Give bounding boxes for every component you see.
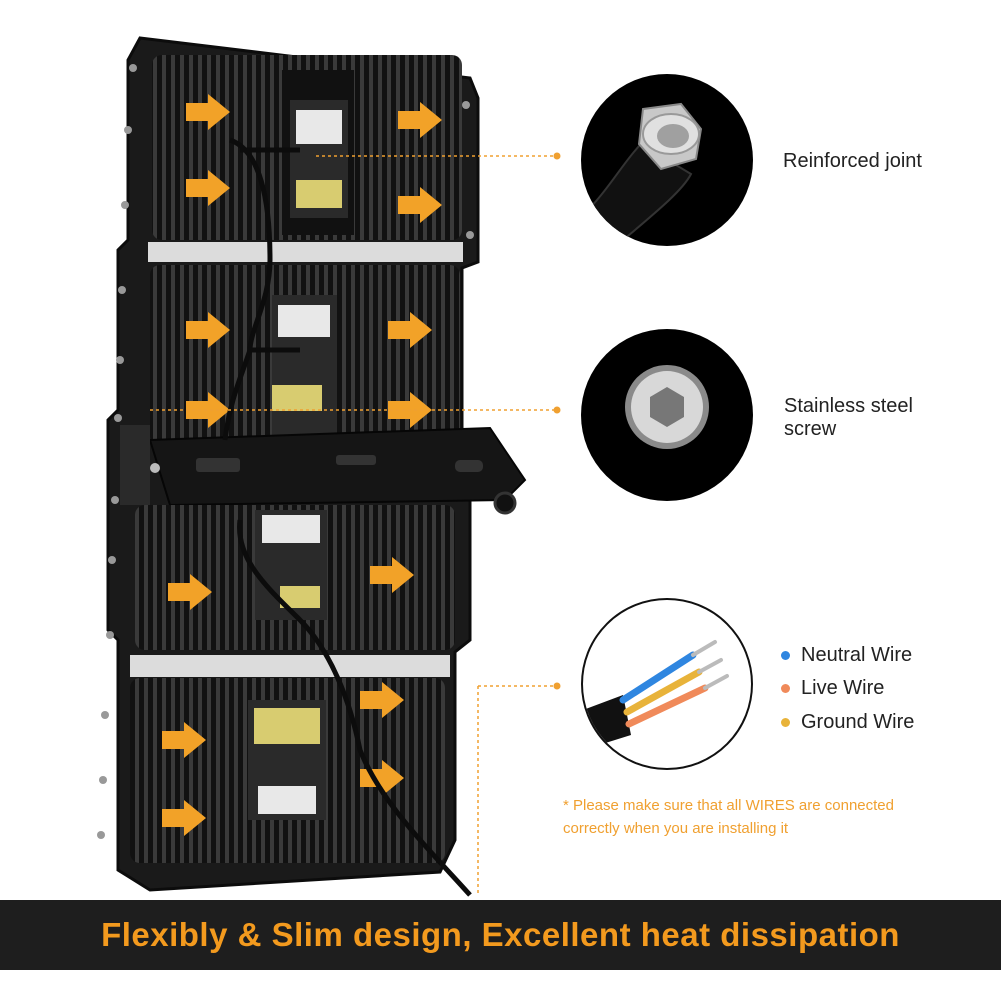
feature-banner: Flexibly & Slim design, Excellent heat d… xyxy=(0,900,1001,970)
led-module-3 xyxy=(135,505,455,650)
wiring-note-line2: correctly when you are installing it xyxy=(563,820,789,837)
neutral-wire-label: Neutral Wire xyxy=(801,644,913,666)
floodlight-product-image xyxy=(97,36,561,897)
wire-detail-circle xyxy=(581,598,753,770)
screw-detail-circle xyxy=(581,329,753,501)
ground-wire-dot-icon xyxy=(781,718,790,727)
led-module-2 xyxy=(150,265,460,445)
wire-cable-icon xyxy=(583,640,729,750)
joint-detail-circle xyxy=(581,74,753,246)
live-wire-label: Live Wire xyxy=(801,677,885,699)
callout-lines xyxy=(150,155,557,895)
wire-legend-ground: Ground Wire xyxy=(781,711,914,734)
mounting-bracket xyxy=(120,425,527,515)
edge-bolts xyxy=(97,64,474,839)
reinforced-joint-icon xyxy=(581,102,703,246)
power-cables xyxy=(222,137,472,897)
wiring-note-line1: * Please make sure that all WIRES are co… xyxy=(563,797,894,814)
live-wire-dot-icon xyxy=(781,684,790,693)
wire-legend-live: Live Wire xyxy=(781,677,884,700)
wire-legend-neutral: Neutral Wire xyxy=(781,644,912,667)
led-module-1 xyxy=(152,55,462,240)
reinforced-joint-label: Reinforced joint xyxy=(783,150,922,172)
wiring-note: * Please make sure that all WIRES are co… xyxy=(563,794,963,840)
stainless-screw-label: Stainless steel screw xyxy=(784,395,913,441)
stainless-screw-icon xyxy=(625,365,709,449)
feature-banner-text: Flexibly & Slim design, Excellent heat d… xyxy=(101,916,900,953)
stainless-screw-label-line2: screw xyxy=(784,418,837,440)
ground-wire-label: Ground Wire xyxy=(801,711,915,733)
led-module-4 xyxy=(130,678,445,863)
neutral-wire-dot-icon xyxy=(781,651,790,660)
stainless-screw-label-line1: Stainless steel xyxy=(784,395,913,417)
